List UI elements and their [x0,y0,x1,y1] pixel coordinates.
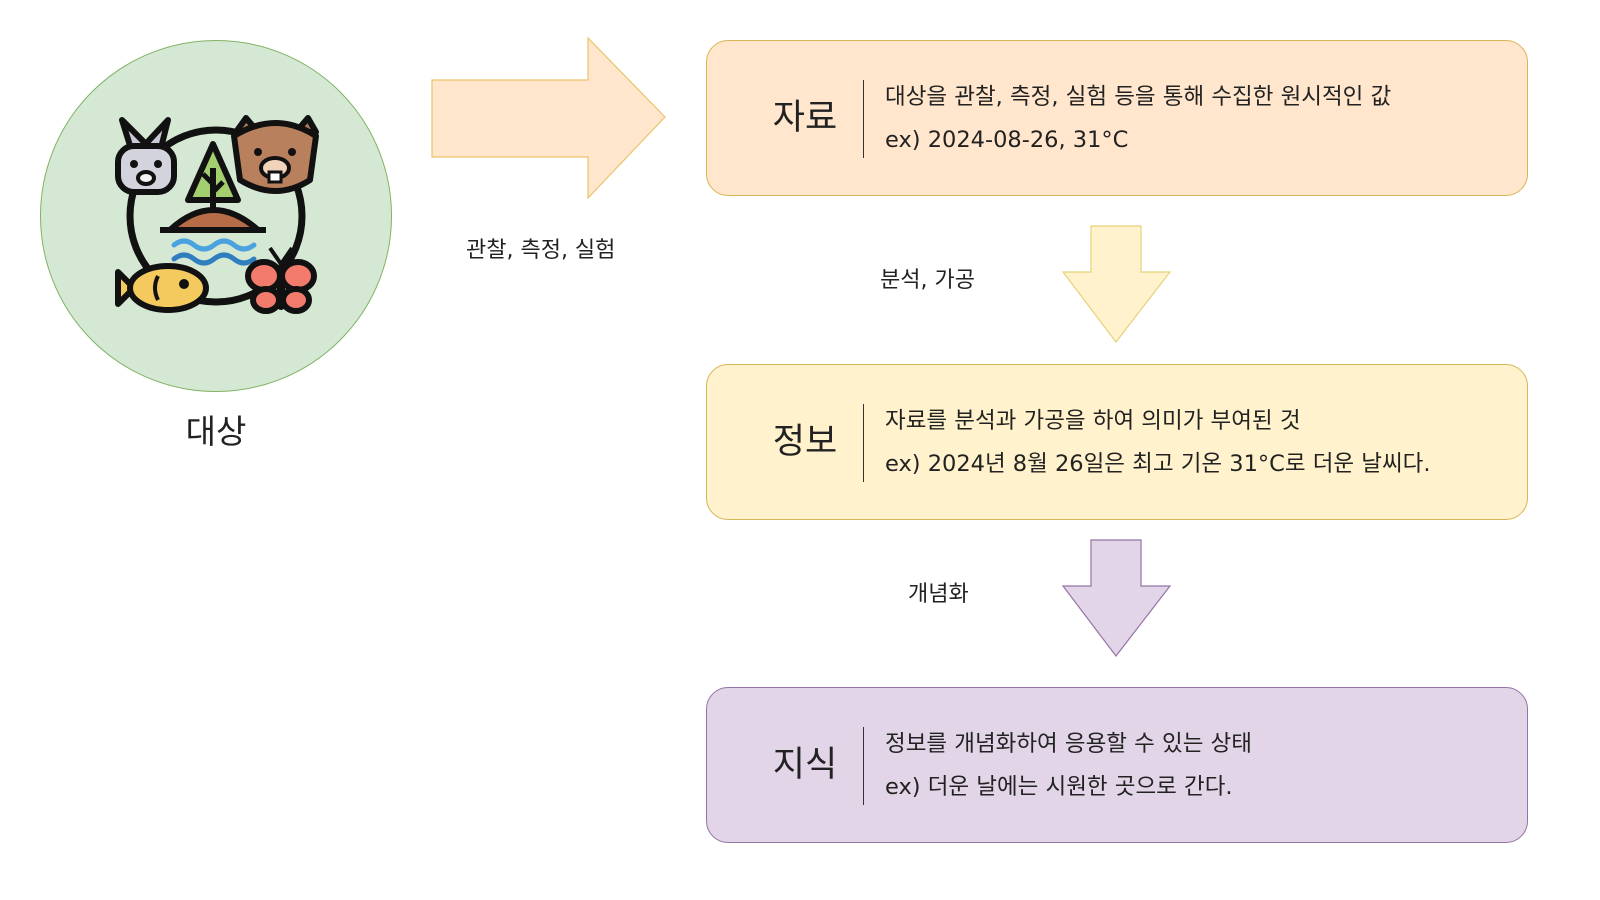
knowledge-box-example: ex) 더운 날에는 시원한 곳으로 간다. [885,774,1233,800]
rabbit-icon [115,117,177,195]
analyze-arrow-shape [1061,225,1172,343]
data-box-divider [863,80,864,158]
information-box-title: 정보 [772,422,838,462]
observe-arrow [431,36,666,200]
information-box-example: ex) 2024년 8월 26일은 최고 기온 31°C로 더운 날씨다. [885,451,1431,477]
analyze-arrow-label: 분석, 가공 [880,268,975,293]
observe-arrow-shape [431,36,666,200]
butterfly-icon [245,246,317,314]
observe-arrow-label: 관찰, 측정, 실험 [466,238,616,263]
conceptualize-arrow-label: 개념화 [908,582,969,607]
beaver-icon [231,115,319,194]
fish-icon [115,263,209,313]
data-box-title: 자료 [772,98,838,138]
water-waves-icon [171,238,257,266]
nature-animals-icon [115,115,319,314]
knowledge-box-divider [863,727,864,805]
subject-label: 대상 [185,412,247,451]
analyze-arrow [1061,225,1172,343]
conceptualize-arrow [1061,539,1172,657]
knowledge-box-description: 정보를 개념화하여 응용할 수 있는 상태 [885,731,1252,757]
tree-icon [185,141,241,212]
conceptualize-arrow-shape [1061,539,1172,657]
information-box-description: 자료를 분석과 가공을 하여 의미가 부여된 것 [885,408,1301,434]
knowledge-box-title: 지식 [772,745,838,785]
data-box-description: 대상을 관찰, 측정, 실험 등을 통해 수집한 원시적인 값 [885,84,1392,110]
data-box-example: ex) 2024-08-26, 31°C [885,127,1129,153]
ring-shape [126,126,306,306]
knowledge-box: 지식 정보를 개념화하여 응용할 수 있는 상태 ex) 더운 날에는 시원한 … [706,687,1528,843]
data-box: 자료 대상을 관찰, 측정, 실험 등을 통해 수집한 원시적인 값 ex) 2… [706,40,1528,196]
information-box-divider [863,404,864,482]
information-box: 정보 자료를 분석과 가공을 하여 의미가 부여된 것 ex) 2024년 8월… [706,364,1528,520]
